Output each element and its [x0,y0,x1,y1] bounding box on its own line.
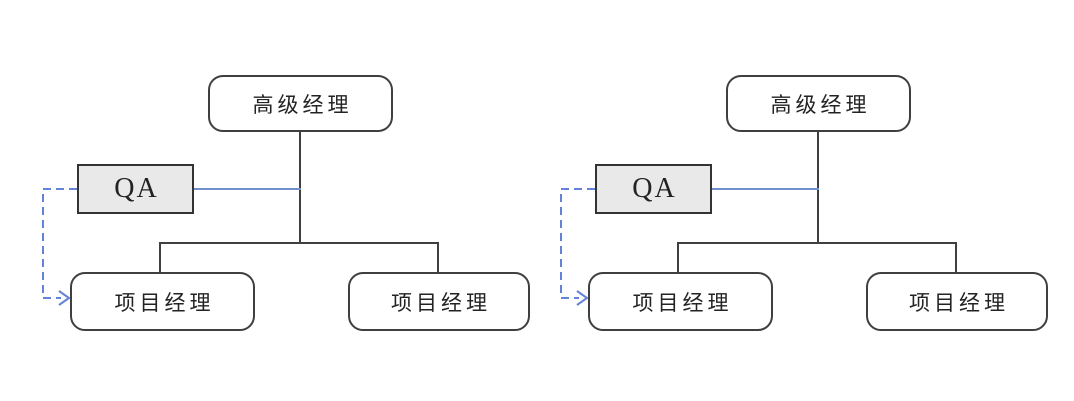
org-chart-left: 高级经理 QA 项目经理 项目经理 [35,0,540,345]
branch-line [159,242,439,272]
node-senior-manager: 高级经理 [726,75,911,132]
qa-dashed-line [42,188,77,299]
node-project-manager-left: 项目经理 [588,272,773,331]
arrowhead-icon [58,290,71,306]
node-label: 高级经理 [770,92,871,117]
node-qa: QA [77,164,194,214]
node-label: 项目经理 [114,290,215,315]
node-senior-manager: 高级经理 [208,75,393,132]
branch-line [677,242,957,272]
node-label: 项目经理 [909,290,1009,315]
node-project-manager-right: 项目经理 [866,272,1048,331]
arrowhead-icon [576,290,589,306]
connector-wires-right [560,131,957,306]
node-label: 项目经理 [391,290,491,315]
node-label: 高级经理 [252,92,353,117]
qa-dashed-line [560,188,595,299]
node-label: QA [114,173,159,204]
node-label: QA [632,173,677,204]
node-project-manager-left: 项目经理 [70,272,255,331]
node-qa: QA [595,164,712,214]
node-label: 项目经理 [632,290,733,315]
node-project-manager-right: 项目经理 [348,272,530,331]
connector-wires-left [42,131,439,306]
org-chart-right: 高级经理 QA 项目经理 项目经理 [553,0,1058,345]
